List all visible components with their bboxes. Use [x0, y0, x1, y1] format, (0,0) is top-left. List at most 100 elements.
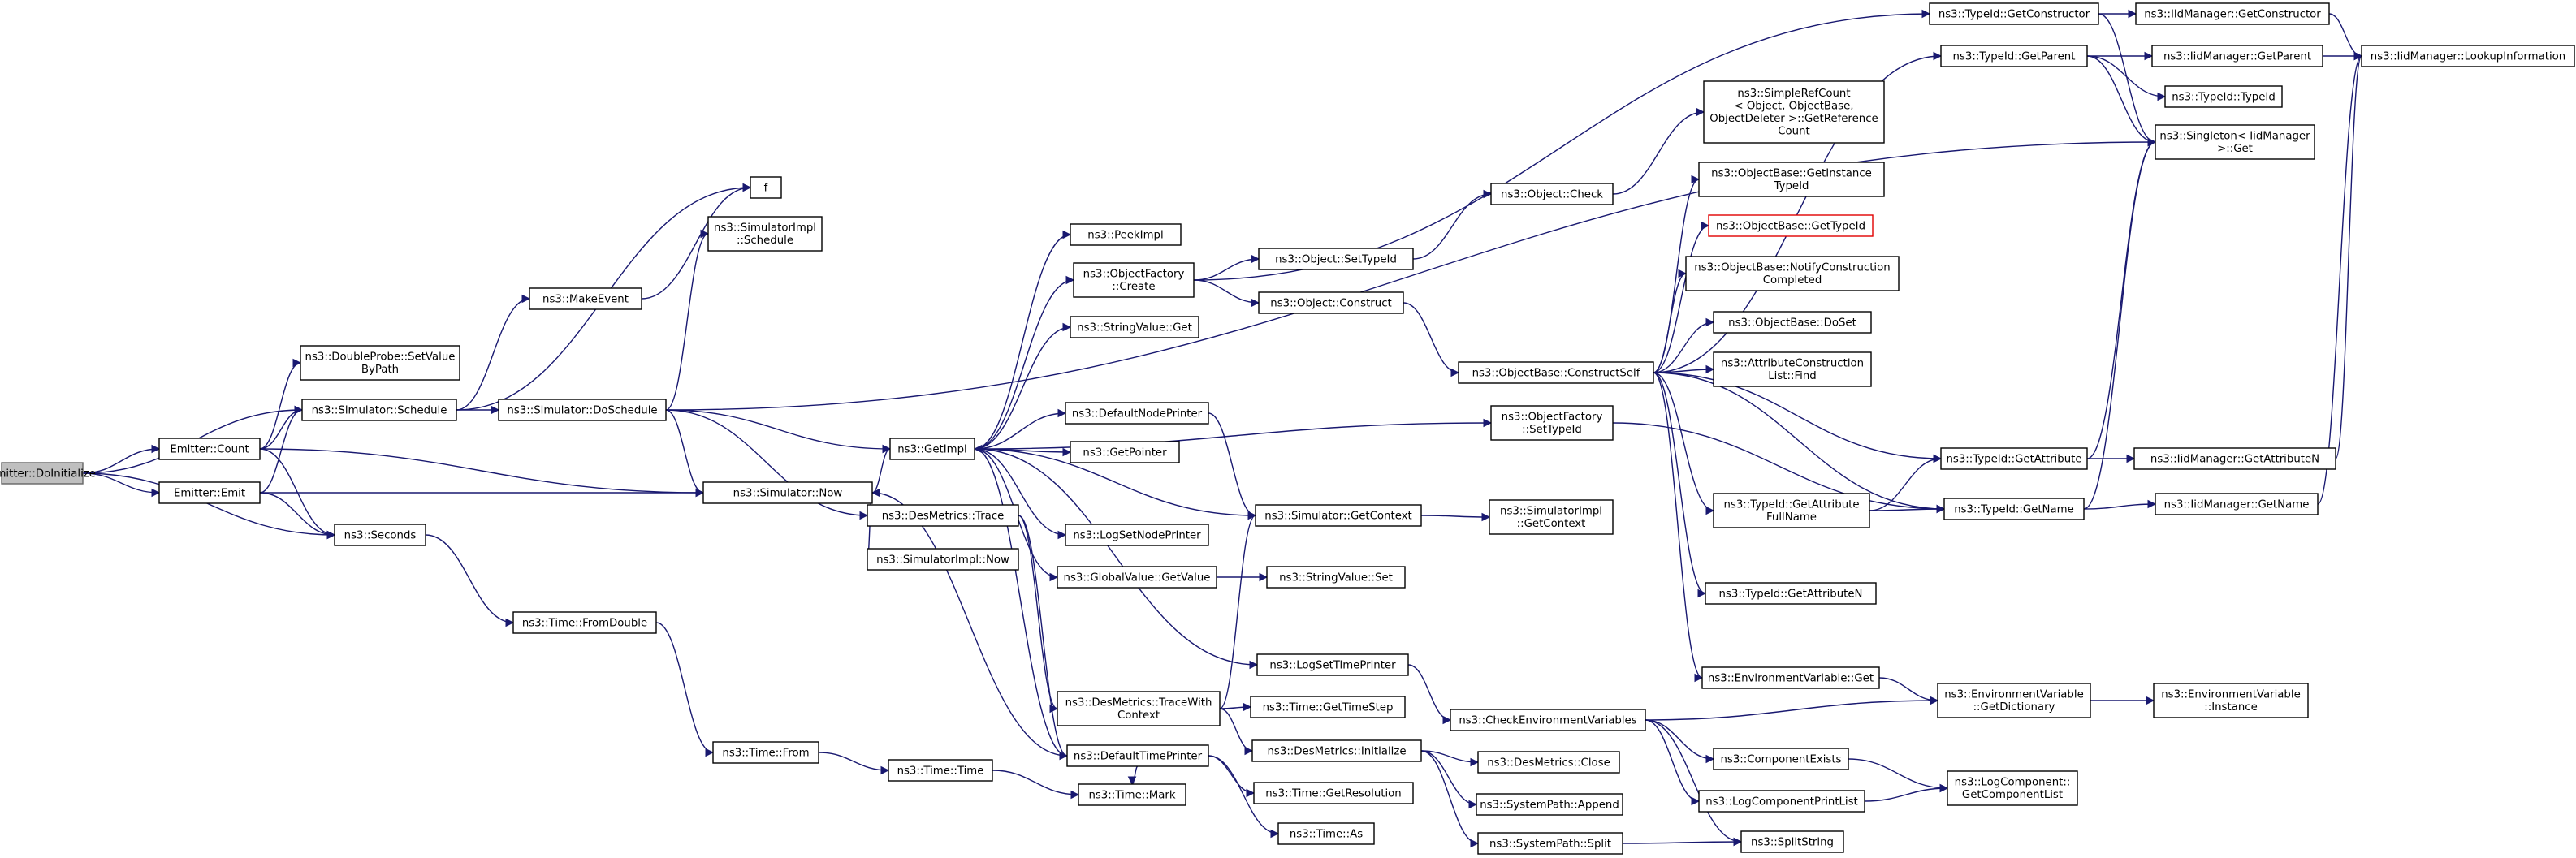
function-node[interactable]: ns3::SplitString: [1740, 830, 1844, 853]
function-node[interactable]: ns3::Time::From: [712, 741, 819, 764]
function-node[interactable]: ns3::EnvironmentVariable::Get: [1701, 666, 1880, 689]
function-node[interactable]: ns3::PeekImpl: [1070, 223, 1182, 246]
function-node[interactable]: ns3::TypeId::GetParent: [1940, 45, 2088, 67]
function-node[interactable]: ns3::LogComponentPrintList: [1698, 790, 1865, 813]
function-node[interactable]: ns3::Time::FromDouble: [512, 611, 657, 634]
function-node[interactable]: ns3::DesMetrics::Close: [1477, 751, 1620, 774]
call-graph-edges: [82, 9, 2363, 848]
function-node[interactable]: ns3::Simulator::GetContext: [1255, 504, 1422, 527]
function-node-label: ns3::DesMetrics::Initialize: [1268, 745, 1407, 757]
function-node-label: ns3::StringValue::Set: [1279, 571, 1393, 584]
function-node[interactable]: ns3::IidManager::GetName: [2155, 493, 2319, 515]
function-node-label: Emitter::Emit: [174, 487, 245, 499]
call-edge: [1653, 51, 1943, 373]
function-node-label: ns3::SystemPath::Split: [1489, 838, 1611, 850]
function-node[interactable]: ns3::Seconds: [334, 524, 426, 546]
function-node[interactable]: ns3::Object::Check: [1490, 183, 1614, 205]
function-node[interactable]: ns3::GetPointer: [1070, 441, 1180, 463]
function-node[interactable]: ns3::Simulator::DoSchedule: [498, 399, 667, 421]
function-node-label: Completed: [1763, 274, 1822, 287]
function-node[interactable]: Emitter::Emit: [158, 481, 261, 504]
function-node-label: Emitter::Count: [170, 443, 249, 455]
function-node[interactable]: ns3::DesMetrics::Initialize: [1251, 739, 1422, 762]
function-node[interactable]: ns3::SimulatorImpl::Schedule: [707, 216, 823, 252]
function-node[interactable]: ns3::SystemPath::Append: [1476, 793, 1623, 816]
function-node[interactable]: ns3::ObjectBase::GetTypeId: [1708, 214, 1874, 237]
function-node[interactable]: ns3::IidManager::LookupInformation: [2361, 45, 2575, 67]
function-node[interactable]: ns3::GlobalValue::GetValue: [1057, 566, 1217, 589]
function-node[interactable]: ns3::ObjectBase::ConstructSelf: [1458, 361, 1654, 384]
function-node[interactable]: ns3::Time::Time: [888, 759, 993, 782]
call-edge: [1645, 719, 1701, 806]
call-edge: [2098, 9, 2137, 19]
call-edge: [1653, 372, 1704, 683]
function-node[interactable]: ns3::GetImpl: [889, 438, 975, 460]
function-node[interactable]: f: [750, 176, 782, 199]
function-node[interactable]: ns3::DefaultNodePrinter: [1065, 402, 1209, 425]
function-node[interactable]: ns3::TypeId::TypeId: [2164, 85, 2283, 108]
function-node[interactable]: ns3::TypeId::GetName: [1943, 498, 2085, 520]
function-node[interactable]: ns3::Simulator::Schedule: [301, 399, 457, 421]
function-node[interactable]: ns3::ObjectBase::NotifyConstructionCompl…: [1685, 256, 1900, 291]
function-node-label: List::Find: [1768, 370, 1816, 382]
function-node[interactable]: ns3::Object::SetTypeId: [1258, 248, 1414, 270]
function-node[interactable]: ns3::SystemPath::Split: [1477, 832, 1623, 855]
function-node[interactable]: ns3::IidManager::GetConstructor: [2135, 2, 2330, 25]
function-node[interactable]: ns3::Object::Construct: [1258, 291, 1404, 314]
call-edge: [1193, 254, 1260, 281]
function-node[interactable]: ns3::IidManager::GetParent: [2151, 45, 2323, 67]
call-edge: [1208, 755, 1280, 839]
call-edge: [1420, 750, 1478, 809]
call-edge: [1412, 189, 1493, 260]
function-node[interactable]: ns3::TypeId::GetAttributeN: [1705, 582, 1877, 605]
function-node[interactable]: ns3::ObjectFactory::SetTypeId: [1490, 405, 1614, 441]
call-edge: [1622, 837, 1743, 847]
call-edge: [456, 294, 531, 411]
function-node-label: ns3::TypeId::GetAttribute: [1946, 453, 2081, 465]
function-node[interactable]: ns3::LogSetNodePrinter: [1065, 524, 1209, 546]
function-node-label: ns3::PeekImpl: [1087, 229, 1163, 241]
function-node[interactable]: ns3::ObjectFactory::Create: [1073, 262, 1195, 298]
function-node[interactable]: ns3::Simulator::Now: [702, 481, 873, 504]
function-node[interactable]: ns3::TypeId::GetConstructor: [1929, 2, 2099, 25]
function-node[interactable]: ns3::DesMetrics::Trace: [867, 504, 1019, 527]
function-node-label: ns3::CheckEnvironmentVariables: [1459, 714, 1636, 726]
function-node[interactable]: ns3::LogComponent::GetComponentList: [1947, 770, 2078, 806]
call-edge: [974, 448, 1069, 761]
call-edge: [456, 405, 500, 415]
function-node[interactable]: ns3::CheckEnvironmentVariables: [1450, 709, 1646, 731]
function-node[interactable]: ns3::Time::Mark: [1078, 783, 1186, 806]
function-node-label: ns3::ObjectFactory: [1083, 269, 1185, 281]
function-node[interactable]: Emitter::DoInitialize: [0, 462, 96, 485]
function-node[interactable]: ns3::StringValue::Get: [1070, 316, 1199, 338]
function-node[interactable]: ns3::Time::GetResolution: [1253, 782, 1414, 804]
function-node[interactable]: ns3::EnvironmentVariable::GetDictionary: [1937, 683, 2091, 718]
function-node[interactable]: Emitter::Count: [158, 438, 261, 460]
function-node-label: ::GetContext: [1517, 518, 1586, 530]
call-edge: [1848, 758, 1949, 793]
call-edge: [1208, 412, 1257, 520]
function-node-label: ns3::Seconds: [344, 529, 417, 541]
function-node[interactable]: ns3::Time::As: [1277, 822, 1375, 845]
function-node[interactable]: ns3::MakeEvent: [529, 287, 642, 310]
function-node[interactable]: ns3::TypeId::GetAttribute: [1940, 447, 2088, 470]
function-node[interactable]: ns3::Singleton< IidManager>::Get: [2155, 124, 2315, 160]
function-node[interactable]: ns3::SimpleRefCount< Object, ObjectBase,…: [1703, 80, 1885, 144]
function-node[interactable]: ns3::LogSetTimePrinter: [1256, 653, 1409, 676]
function-node[interactable]: ns3::StringValue::Set: [1266, 566, 1406, 589]
function-node[interactable]: ns3::SimulatorImpl::GetContext: [1489, 499, 1614, 535]
function-node[interactable]: ns3::DefaultTimePrinter: [1066, 744, 1209, 767]
function-node[interactable]: ns3::Time::GetTimeStep: [1250, 696, 1406, 718]
call-edge: [665, 229, 710, 411]
function-node[interactable]: ns3::EnvironmentVariable::Instance: [2153, 683, 2309, 718]
function-node[interactable]: ns3::SimulatorImpl::Now: [867, 548, 1019, 571]
function-node[interactable]: ns3::ComponentExists: [1713, 748, 1849, 770]
function-node[interactable]: ns3::ObjectBase::DoSet: [1713, 311, 1872, 334]
function-node[interactable]: ns3::IidManager::GetAttributeN: [2133, 447, 2336, 470]
function-node-label: ns3::Time::Time: [897, 765, 984, 777]
